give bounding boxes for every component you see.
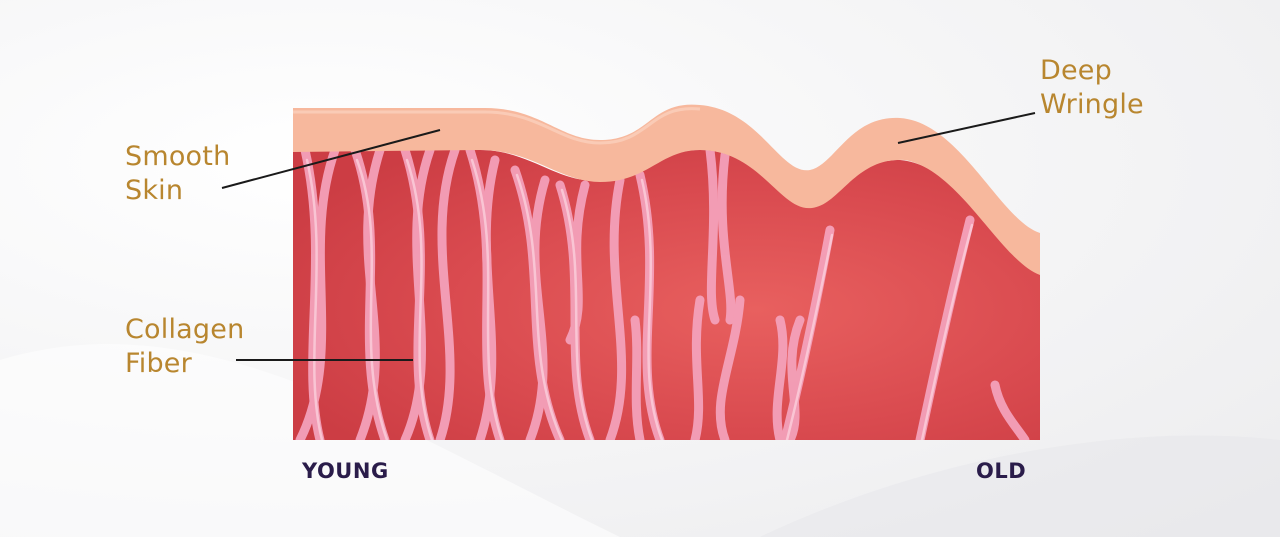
deep-wrinkle-pointer bbox=[897, 112, 1036, 144]
deep-wrinkle-line2: Wringle bbox=[1040, 89, 1144, 120]
deep-wrinkle-label: Deep Wringle bbox=[1040, 54, 1144, 122]
collagen-fiber-line1: Collagen bbox=[125, 314, 245, 345]
collagen-fibers bbox=[295, 150, 1030, 440]
smooth-skin-pointer bbox=[221, 129, 441, 189]
collagen-fiber-line2: Fiber bbox=[125, 348, 192, 379]
smooth-skin-line1: Smooth bbox=[125, 141, 231, 172]
old-label: OLD bbox=[976, 459, 1027, 483]
skin-surface-layer bbox=[293, 104, 1040, 275]
deep-wrinkle-line1: Deep bbox=[1040, 55, 1112, 86]
dermis-layer bbox=[293, 150, 1040, 440]
young-label: YOUNG bbox=[302, 459, 389, 483]
collagen-fiber-label: Collagen Fiber bbox=[125, 313, 244, 381]
smooth-skin-line2: Skin bbox=[125, 175, 184, 206]
smooth-skin-label: Smooth Skin bbox=[125, 140, 230, 208]
